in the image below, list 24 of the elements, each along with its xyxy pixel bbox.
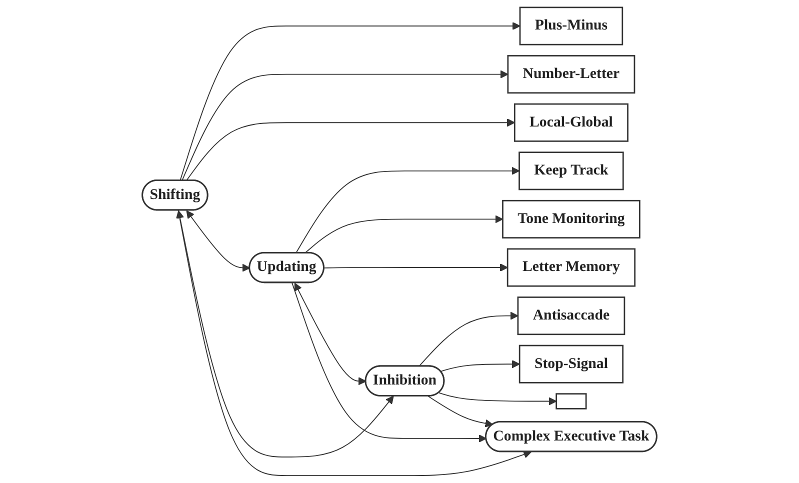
- node-box: Keep Track: [518, 152, 624, 190]
- arrow: [292, 282, 487, 443]
- arrow: [294, 282, 366, 386]
- arrow: [182, 70, 508, 182]
- arrow: [295, 166, 520, 254]
- node-box: Letter Memory: [506, 248, 636, 287]
- arrow: [438, 392, 557, 406]
- arrow: [180, 22, 520, 182]
- arrow: [178, 210, 532, 476]
- node-box: Local-Global: [514, 103, 628, 142]
- node-box: Plus-Minus: [519, 6, 624, 46]
- node-box: [556, 393, 587, 410]
- node-box: Stop-Signal: [518, 344, 624, 384]
- arrow: [324, 263, 508, 272]
- arrow: [176, 210, 394, 458]
- node-box: Antisaccade: [517, 296, 626, 336]
- node-box: Tone Monitoring: [502, 200, 640, 238]
- arrow: [186, 210, 250, 272]
- arrow: [428, 396, 494, 428]
- arrow: [418, 312, 518, 367]
- node-box: Number-Letter: [507, 55, 636, 94]
- arrow: [186, 118, 516, 182]
- arrow: [440, 360, 520, 372]
- arrow: [304, 215, 504, 254]
